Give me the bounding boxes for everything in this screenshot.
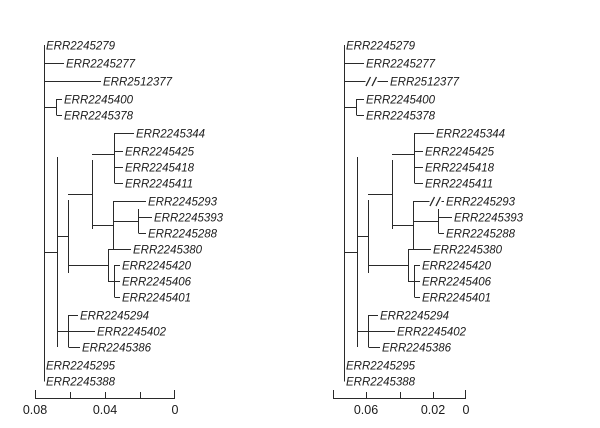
axis-tick-label: 0.04 [93,403,117,417]
tip-label: ERR2245380 [433,245,503,257]
tip-label: ERR2245293 [148,197,218,209]
axis-tick-label: 0.02 [421,403,445,417]
tip-label: ERR2245277 [366,59,436,71]
tip-label: ERR2245386 [82,343,152,355]
tip-label: ERR2245400 [366,95,436,107]
tip-label: ERR2245388 [46,377,116,389]
tip-label: ERR2245411 [425,179,493,191]
tip-label: ERR2245418 [425,163,495,175]
branch-break-mark [365,76,378,87]
tip-label: ERR2245411 [125,179,193,191]
branch-break-mark [429,196,442,207]
left-tree-panel: ERR2245279ERR2245277ERR2512377ERR2245400… [23,41,224,418]
tip-label: ERR2245288 [446,229,516,241]
tip-label: ERR2512377 [390,77,460,89]
break-stroke [371,76,378,87]
tip-label: ERR2245378 [366,111,436,123]
tip-label: ERR2245294 [80,311,149,323]
axis-tick-label: 0 [172,403,179,417]
tip-label: ERR2245344 [436,129,505,141]
right-tree-panel: ERR2245279ERR2245277ERR2512377ERR2245400… [332,41,524,417]
break-gap [429,199,442,204]
break-stroke [435,196,442,207]
tip-label: ERR2245420 [422,261,492,273]
tip-label: ERR2245386 [382,343,452,355]
tip-label: ERR2245344 [136,129,205,141]
axis-tick-label: 0 [463,403,470,417]
tip-label: ERR2245277 [66,59,136,71]
tip-label: ERR2245425 [125,147,195,159]
tip-label: ERR2512377 [103,77,173,89]
tip-label: ERR2245295 [46,361,116,373]
tip-label: ERR2245393 [454,213,524,225]
tip-label: ERR2245401 [422,293,491,305]
tip-label: ERR2245406 [122,277,192,289]
axis-tick-label: 0.06 [354,403,378,417]
tip-label: ERR2245388 [346,377,416,389]
tip-label: ERR2245401 [122,293,191,305]
tip-label: ERR2245393 [154,213,224,225]
tip-label: ERR2245406 [422,277,492,289]
tip-label: ERR2245380 [133,245,203,257]
tip-label: ERR2245418 [125,163,195,175]
tip-label: ERR2245294 [380,311,449,323]
tip-label: ERR2245279 [346,41,416,53]
tip-label: ERR2245378 [64,111,134,123]
tip-label: ERR2245293 [446,197,516,209]
tip-label: ERR2245425 [425,147,495,159]
tip-label: ERR2245402 [97,327,167,339]
break-stroke [429,196,436,207]
break-gap [365,79,378,84]
tip-label: ERR2245288 [148,229,218,241]
axis-tick-label: 0.08 [23,403,47,417]
tip-label: ERR2245420 [122,261,192,273]
tip-label: ERR2245400 [64,95,134,107]
break-stroke [365,76,372,87]
tip-label: ERR2245402 [397,327,467,339]
tip-label: ERR2245295 [346,361,416,373]
tip-label: ERR2245279 [46,41,116,53]
